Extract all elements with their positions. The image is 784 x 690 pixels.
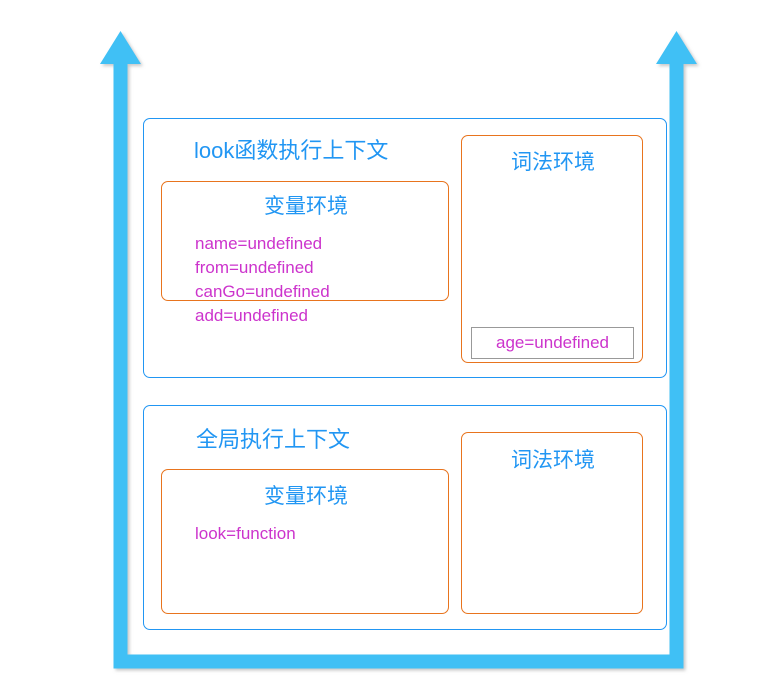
variable-environment-look: 变量环境 name=undefined from=undefined canGo… — [161, 181, 449, 325]
variable-environment-title: 变量环境 — [264, 485, 348, 508]
variable-environment-global: 变量环境 look=function — [161, 469, 449, 614]
variable-binding: name=undefined — [195, 234, 323, 253]
variable-binding: from=undefined — [195, 258, 314, 277]
variable-binding-list: look=function — [195, 522, 296, 546]
variable-binding: add=undefined — [195, 306, 308, 325]
lexical-binding-chip: age=undefined — [471, 327, 634, 359]
execution-context-global: 全局执行上下文 变量环境 look=function 词法环境 — [143, 405, 667, 630]
lexical-environment-global: 词法环境 — [461, 432, 643, 614]
context-title: 全局执行上下文 — [196, 427, 351, 452]
lexical-environment-title: 词法环境 — [511, 151, 595, 174]
lexical-environment-look: 词法环境 age=undefined — [461, 135, 643, 363]
lexical-environment-title: 词法环境 — [511, 449, 595, 472]
variable-binding: look=function — [195, 524, 296, 543]
context-title: look函数执行上下文 — [194, 138, 389, 163]
variable-binding-list: name=undefined from=undefined canGo=unde… — [195, 232, 330, 328]
variable-binding: canGo=undefined — [195, 282, 330, 301]
execution-context-look-function: look函数执行上下文 变量环境 name=undefined from=und… — [143, 118, 667, 378]
variable-environment-title: 变量环境 — [264, 195, 348, 218]
